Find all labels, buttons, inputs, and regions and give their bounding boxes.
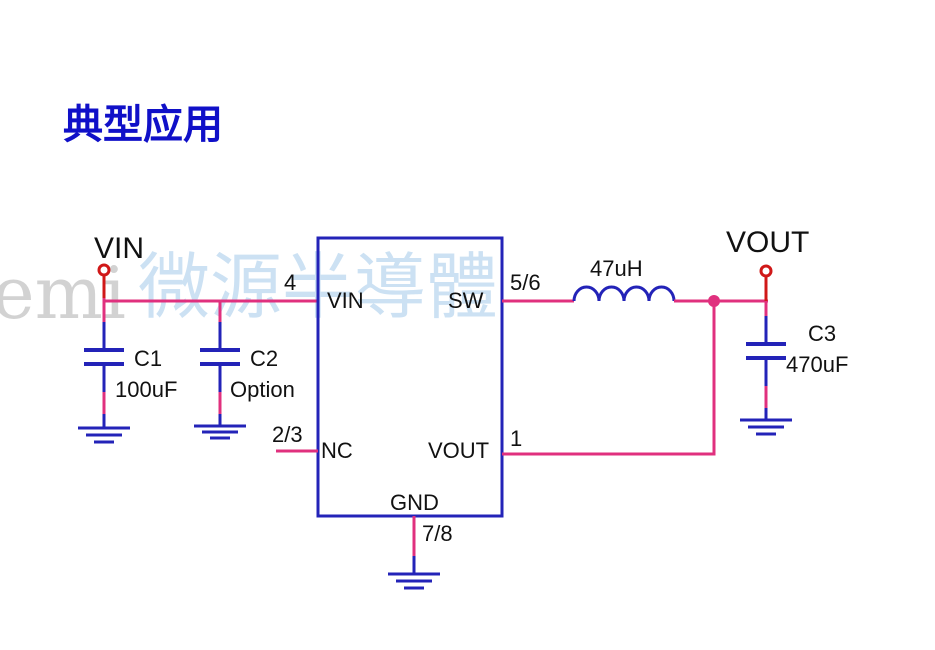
ic-body	[316, 236, 504, 518]
ic-ground	[388, 516, 440, 590]
c2-value-label: Option	[230, 377, 295, 402]
vout-terminal-label: VOUT	[726, 226, 809, 259]
pin-gnd-name: GND	[390, 490, 439, 515]
pin-vout-name: VOUT	[428, 438, 489, 463]
vin-terminal: VIN	[94, 232, 144, 298]
pin-sw-number: 5/6	[510, 270, 541, 295]
vout-terminal: VOUT	[726, 226, 809, 301]
vin-terminal-label: VIN	[94, 232, 144, 265]
vout-feedback-wire	[502, 301, 716, 456]
pin-sw-name: SW	[448, 288, 484, 313]
capacitor-c2: C2 Option	[194, 322, 295, 440]
c1-value-label: 100uF	[115, 377, 177, 402]
c2-ref-label: C2	[250, 346, 278, 371]
page-title: 典型应用	[63, 102, 223, 148]
pin-vin-number: 4	[284, 270, 296, 295]
capacitor-c3: C3 470uF	[740, 301, 848, 436]
pin-vout-number: 1	[510, 426, 522, 451]
pin-gnd-number: 7/8	[422, 521, 453, 546]
pin-nc-number: 2/3	[272, 422, 303, 447]
l1-value-label: 47uH	[590, 256, 643, 281]
c1-ref-label: C1	[134, 346, 162, 371]
inductor-l1: 47uH	[572, 256, 676, 302]
c3-ref-label: C3	[808, 321, 836, 346]
capacitor-c1: C1 100uF	[78, 322, 177, 444]
pin-vin-name: VIN	[327, 288, 364, 313]
pin-nc-name: NC	[321, 438, 353, 463]
c3-value-label: 470uF	[786, 352, 848, 377]
